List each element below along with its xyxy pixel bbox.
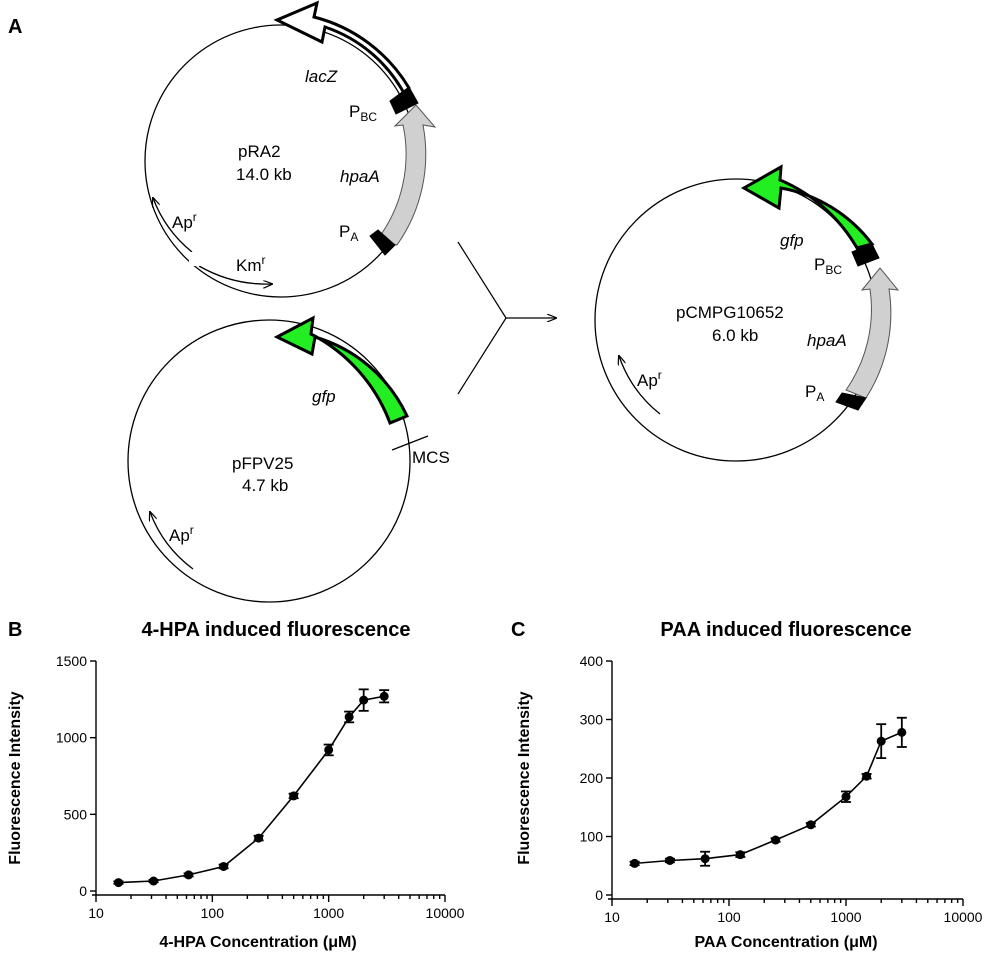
chart-b-title: 4-HPA induced fluorescence <box>142 619 411 641</box>
apr-marker-arc <box>153 198 193 253</box>
pra2-backbone <box>144 24 418 298</box>
apr-marker-arc-pfpv25 <box>150 512 194 570</box>
data-point <box>630 858 640 868</box>
data-point <box>254 833 264 843</box>
data-point <box>379 691 389 701</box>
pbc-label-pra2: PBC <box>349 102 377 124</box>
hpaa-gene-arrow <box>376 104 437 246</box>
y-tick-label: 300 <box>580 712 604 728</box>
plasmid-pra2: lacZ PBC pRA2 14.0 kb hpaA Apr PA Kmr <box>144 0 437 298</box>
gfp-label-pcmpg: gfp <box>780 231 804 250</box>
y-tick-label: 1500 <box>56 653 87 669</box>
kmr-marker-arc <box>198 265 272 284</box>
lacz-gene-arrow <box>273 0 411 101</box>
chart-c-ylabel: Fluorescence Intensity <box>516 691 533 864</box>
panel-a-label: A <box>8 16 22 38</box>
data-point <box>897 727 907 737</box>
data-point <box>841 792 851 802</box>
data-point <box>113 878 123 888</box>
y-tick-label: 200 <box>580 770 604 786</box>
pfpv25-backbone <box>127 319 411 603</box>
mcs-label: MCS <box>412 448 450 467</box>
pcmpg-name: pCMPG10652 <box>676 303 784 322</box>
pa-label-pcmpg: PA <box>805 382 824 404</box>
kmr-label: Kmr <box>236 253 266 275</box>
y-tick-label: 400 <box>580 653 604 669</box>
chart-4hpa-fluorescence: 4-HPA induced fluorescence 4-HPA Concent… <box>7 619 465 951</box>
apr-label-pcmpg: Apr <box>637 368 662 390</box>
mcs-tick <box>391 435 429 451</box>
hpaa-label-pcmpg: hpaA <box>807 331 847 350</box>
x-tick-label: 10000 <box>426 905 465 921</box>
data-point <box>324 745 334 755</box>
chart-paa-fluorescence: PAA induced fluorescence PAA Concentrati… <box>516 619 983 951</box>
cloning-junction-arrow <box>457 241 556 395</box>
chart-c-xlabel: PAA Concentration (μM) <box>694 934 877 951</box>
apr-label-pfpv25: Apr <box>169 523 194 545</box>
y-tick-label: 0 <box>79 883 87 899</box>
pcmpg-size: 6.0 kb <box>712 326 758 345</box>
panel-c-label: C <box>511 619 525 641</box>
x-tick-label: 100 <box>717 909 741 925</box>
panel-b-label: B <box>8 619 22 641</box>
y-tick-label: 100 <box>580 829 604 845</box>
data-point <box>149 876 159 886</box>
pra2-size: 14.0 kb <box>236 165 292 184</box>
pa-label-pra2: PA <box>339 222 358 244</box>
data-point <box>219 861 229 871</box>
y-tick-label: 0 <box>595 887 603 903</box>
data-point <box>806 820 816 830</box>
data-point <box>735 850 745 860</box>
hpaa-gene-arrow-pcmpg <box>845 267 900 399</box>
gfp-gene-arrow-pfpv25 <box>273 315 410 425</box>
plasmid-pcmpg10652: gfp PBC pCMPG10652 6.0 kb hpaA Apr PA <box>594 164 900 462</box>
x-tick-label: 10000 <box>944 909 983 925</box>
pbc-promoter-box <box>389 86 419 115</box>
pra2-name: pRA2 <box>238 142 281 161</box>
pbc-promoter-box-pcmpg <box>851 243 880 267</box>
gfp-gene-arrow-pcmpg <box>740 164 875 250</box>
data-point <box>665 855 675 865</box>
gfp-label-pfpv25: gfp <box>312 387 336 406</box>
x-tick-label: 1000 <box>313 905 344 921</box>
pfpv25-size: 4.7 kb <box>242 476 288 495</box>
data-point <box>876 736 886 746</box>
y-tick-label: 1000 <box>56 730 87 746</box>
pbc-label-pcmpg: PBC <box>814 255 842 277</box>
data-point <box>700 854 710 864</box>
series-line <box>118 695 385 884</box>
x-tick-label: 10 <box>604 909 620 925</box>
data-point <box>184 870 194 880</box>
series-line <box>634 731 903 865</box>
x-tick-label: 1000 <box>830 909 861 925</box>
apr-label-pra2: Apr <box>172 210 197 232</box>
pfpv25-name: pFPV25 <box>232 454 293 473</box>
chart-b-xlabel: 4-HPA Concentration (μM) <box>159 934 356 951</box>
y-tick-label: 500 <box>64 806 88 822</box>
plasmid-pfpv25: gfp MCS pFPV25 4.7 kb Apr <box>127 315 450 603</box>
x-tick-label: 10 <box>88 905 104 921</box>
apr-marker-arc-pcmpg <box>619 356 661 415</box>
chart-b-ylabel: Fluorescence Intensity <box>7 691 24 864</box>
lacz-label: lacZ <box>305 67 338 86</box>
chart-c-title: PAA induced fluorescence <box>660 619 911 641</box>
pra2-backbone-gap <box>189 252 205 266</box>
hpaa-label-pra2: hpaA <box>340 167 380 186</box>
data-point <box>862 771 872 781</box>
data-point <box>359 695 369 705</box>
data-point <box>771 835 781 845</box>
pa-promoter-box <box>369 229 396 256</box>
data-point <box>289 791 299 801</box>
pa-promoter-box-pcmpg <box>835 392 867 411</box>
x-tick-label: 100 <box>201 905 225 921</box>
data-point <box>344 712 354 722</box>
